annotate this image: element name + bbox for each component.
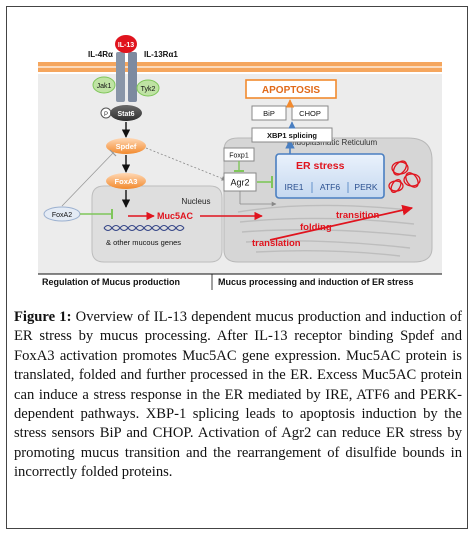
receptor-right-label: IL-13Rα1 [144,50,178,59]
figure-caption-label: Figure 1: [14,309,72,325]
inhibit-foxa2-spdef [61,151,115,207]
apoptosis-box [245,79,337,99]
dna-strand [103,224,185,232]
panel-right-caption: Mucus processing and induction of ER str… [218,277,414,287]
tyk2-node [136,79,160,97]
er-folds [237,204,417,257]
atf6-label: ATF6 [320,182,340,192]
il13-ligand [115,35,137,53]
spdef-label: Spdef [116,142,137,151]
receptor-left-label: IL-4Rα [88,50,113,59]
figure-diagram: Nucleus Endoplasmatic Reticulum IL-13 IL… [38,35,442,290]
receptor-complex [115,35,137,102]
translation-label: translation [252,238,301,249]
er-stress-label: ER stress [296,160,345,172]
nucleus-label: Nucleus [182,197,211,206]
bip-label: BiP [263,109,275,118]
panel-left-caption: Regulation of Mucus production [42,277,180,287]
er-stress-box [275,153,385,199]
foxa3-node [106,173,146,189]
folding-label: folding [300,222,332,233]
foxa2-label: FoxA2 [52,212,72,219]
bip-box [251,105,287,121]
xbp1-label: XBP1 splicing [267,131,317,140]
cell-membrane [38,62,442,72]
tyk2-label: Tyk2 [141,86,156,93]
foxa3-label: FoxA3 [115,177,138,186]
arrow-translation-transition [269,204,414,241]
chop-label: CHOP [299,109,321,118]
phospho-label: P [104,112,108,118]
perk-label: PERK [354,182,377,192]
foxp1-label: Foxp1 [229,153,249,160]
agr2-label: Agr2 [230,178,249,188]
chop-box [291,105,329,121]
transition-label: transition [336,210,379,221]
jak1-node [92,76,116,94]
misfolded-protein-icon [388,160,421,194]
stat6-node [110,105,142,121]
figure-caption: Figure 1: Overview of IL-13 dependent mu… [14,308,462,483]
other-genes-label: & other mucous genes [106,238,181,247]
jak1-label: Jak1 [97,83,112,90]
muc5ac-label: Muc5AC [157,211,194,221]
figure-caption-text: Overview of IL-13 dependent mucus produc… [14,309,462,481]
stat6-label: Stat6 [117,111,134,118]
ligand-label: IL-13 [118,42,134,49]
ire1-label: IRE1 [285,182,304,192]
spdef-node [106,138,146,154]
apoptosis-label: APOPTOSIS [262,85,320,96]
